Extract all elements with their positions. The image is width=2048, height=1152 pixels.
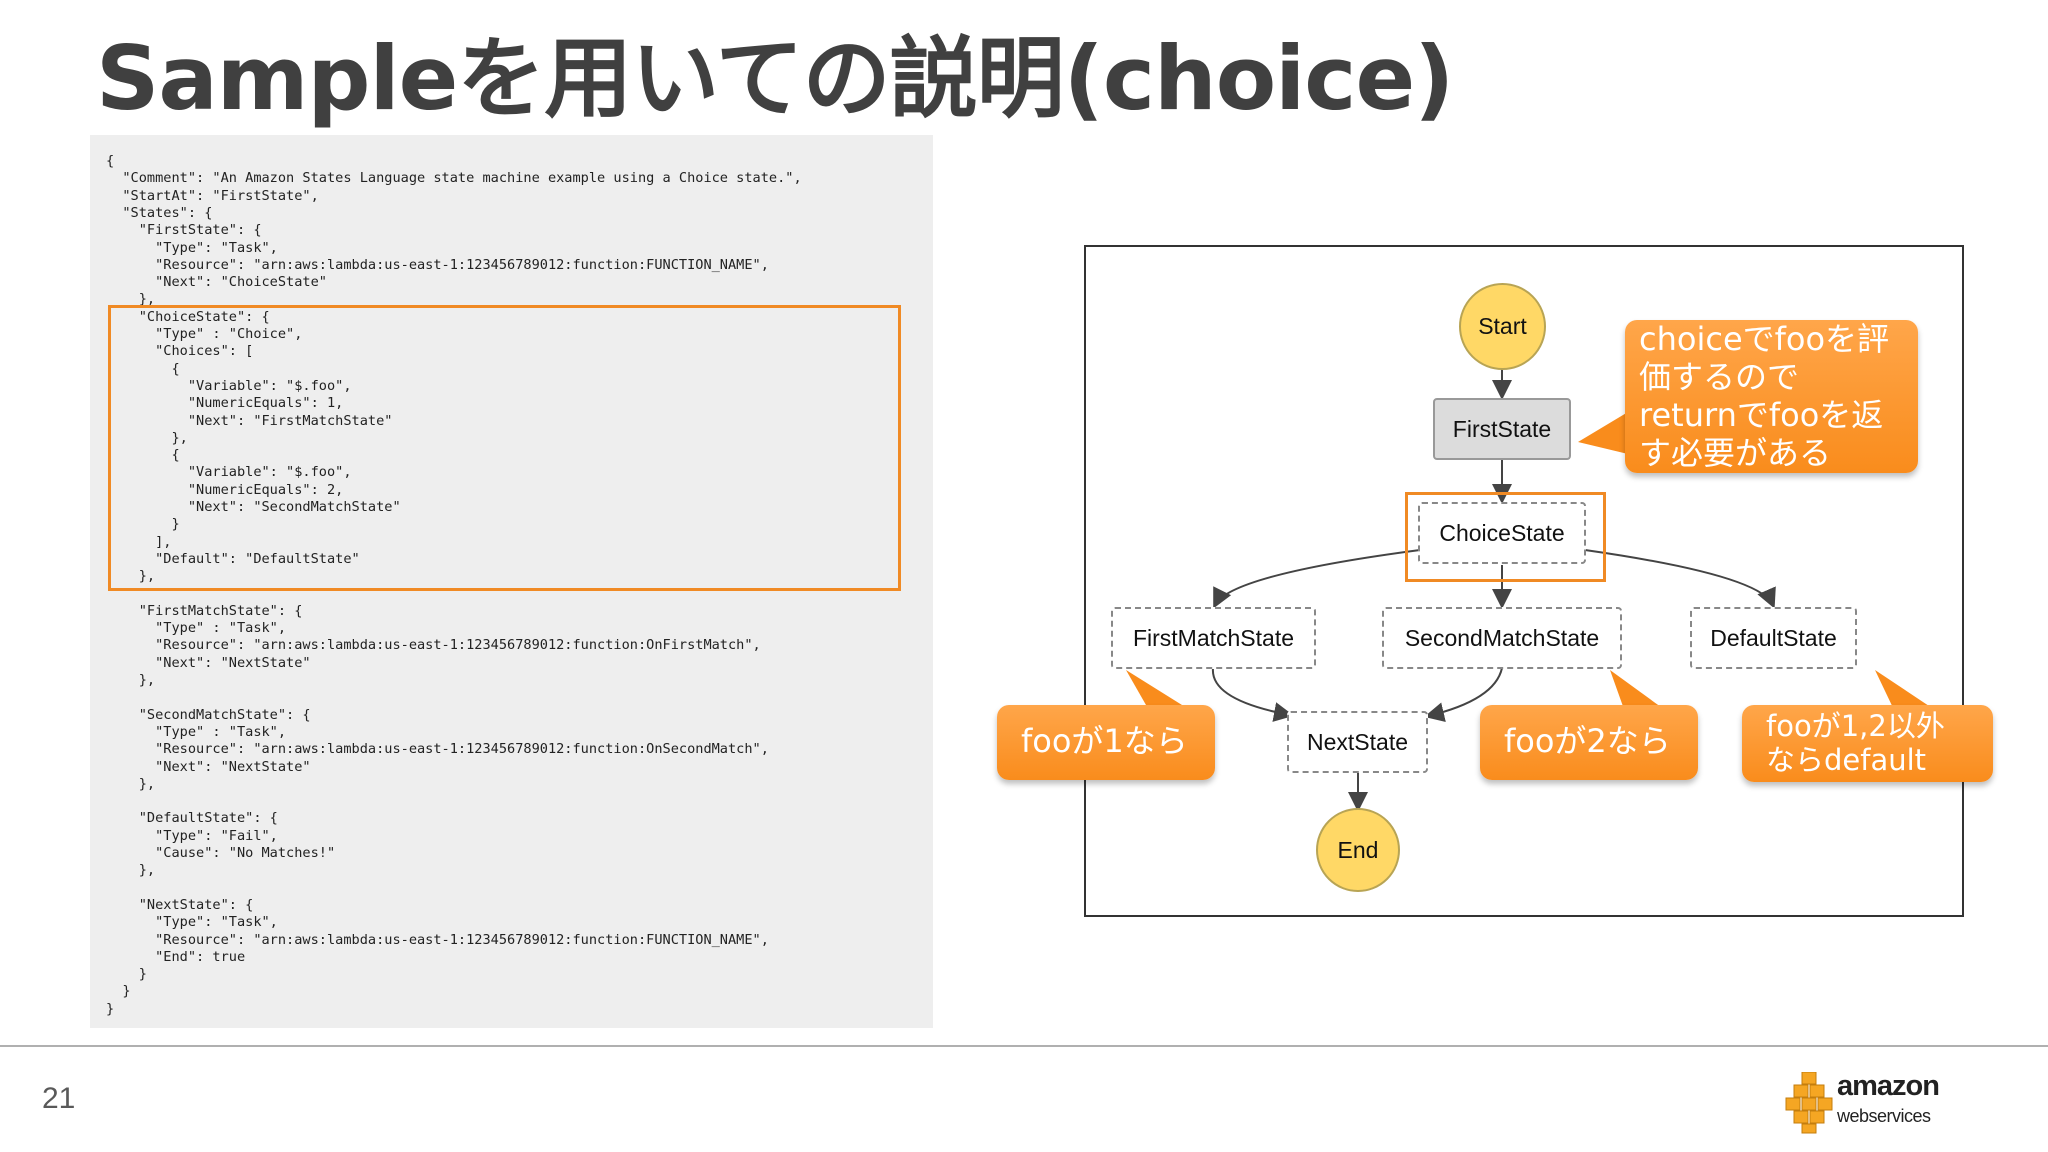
code-line: ],	[106, 533, 172, 550]
code-line: "ChoiceState": {	[106, 308, 270, 325]
code-line: {	[106, 447, 180, 464]
logo-sub: webservices	[1837, 1106, 1931, 1126]
code-line: "Next": "NextState"	[106, 654, 311, 671]
code-line: "Type" : "Task",	[106, 620, 287, 637]
code-line: "FirstMatchState": {	[106, 602, 303, 619]
code-line: "Next": "FirstMatchState"	[106, 412, 393, 429]
code-line: "Resource": "arn:aws:lambda:us-east-1:12…	[106, 256, 769, 273]
callout-foo2: fooが2なら	[1480, 705, 1698, 780]
code-line: "Variable": "$.foo",	[106, 464, 352, 481]
choice-state-highlight	[1405, 492, 1606, 582]
end-node: End	[1316, 808, 1400, 892]
code-line: "Variable": "$.foo",	[106, 377, 352, 394]
callout-foo1-text: fooが1なら	[1021, 722, 1188, 760]
callout-line: choiceでfooを評	[1639, 320, 1890, 358]
code-line: {	[106, 360, 180, 377]
code-line: }	[106, 983, 131, 1000]
code-line: "Choices": [	[106, 343, 254, 360]
code-line: "States": {	[106, 204, 213, 221]
code-line: }	[106, 516, 180, 533]
second-match-state-node: SecondMatchState	[1382, 607, 1622, 669]
callout-line: returnでfooを返	[1639, 396, 1884, 434]
callout-foo2-text: fooが2なら	[1504, 722, 1671, 760]
code-line: "Resource": "arn:aws:lambda:us-east-1:12…	[106, 931, 769, 948]
code-line: "Type": "Fail",	[106, 827, 278, 844]
code-line: "Resource": "arn:aws:lambda:us-east-1:12…	[106, 637, 761, 654]
code-line: "DefaultState": {	[106, 810, 278, 827]
callout-line: fooが1,2以外	[1766, 709, 1945, 743]
code-line: "Type": "Task",	[106, 239, 278, 256]
aws-cubes-icon	[1785, 1072, 1833, 1134]
code-line: "NextState": {	[106, 896, 254, 913]
code-line: },	[106, 862, 156, 879]
code-line: "NumericEquals": 1,	[106, 395, 344, 412]
callout-foo-default: fooが1,2以外 ならdefault	[1742, 705, 1993, 782]
code-line: "Next": "SecondMatchState"	[106, 499, 401, 515]
code-line: "Resource": "arn:aws:lambda:us-east-1:12…	[106, 741, 769, 758]
page-number: 21	[42, 1082, 76, 1115]
code-line: }	[106, 1000, 115, 1017]
code-line: },	[106, 775, 156, 792]
choice-code-highlight	[108, 305, 901, 591]
code-line: },	[106, 291, 156, 308]
code-line: },	[106, 672, 156, 688]
slide-title: Sampleを用いての説明(choice)	[96, 27, 1454, 130]
code-line: {	[106, 153, 115, 169]
aws-logo: amazon webservices	[1785, 1070, 1950, 1135]
code-line: "Type" : "Task",	[106, 723, 287, 740]
code-line: "Type" : "Choice",	[106, 326, 303, 342]
code-line: "StartAt": "FirstState",	[106, 187, 319, 204]
callout-line: ならdefault	[1766, 743, 1927, 777]
footer-divider	[0, 1045, 2048, 1047]
first-state-node: FirstState	[1433, 398, 1571, 460]
callout-line: す必要がある	[1639, 434, 1832, 472]
default-state-node: DefaultState	[1690, 607, 1857, 669]
choice-state-node: ChoiceState	[1418, 502, 1586, 564]
next-state-node: NextState	[1287, 711, 1428, 773]
code-line: }	[106, 966, 147, 983]
code-line: "Cause": "No Matches!"	[106, 845, 336, 861]
code-line: "End": true	[106, 948, 246, 965]
logo-brand: amazon	[1837, 1070, 1940, 1102]
code-line: "Next": "ChoiceState"	[106, 274, 327, 291]
first-match-state-node: FirstMatchState	[1111, 607, 1316, 669]
code-line: "SecondMatchState": {	[106, 706, 311, 723]
callout-foo1: fooが1なら	[997, 705, 1215, 780]
code-line: "Type": "Task",	[106, 914, 278, 931]
code-panel: { "Comment": "An Amazon States Language …	[90, 135, 933, 1028]
code-line: "Comment": "An Amazon States Language st…	[106, 170, 802, 187]
callout-choice-note: choiceでfooを評 価するので returnでfooを返 す必要がある	[1625, 320, 1918, 473]
code-line: "NumericEquals": 2,	[106, 481, 344, 498]
start-node: Start	[1459, 283, 1546, 370]
code-line: "Next": "NextState"	[106, 758, 311, 775]
code-line: "Default": "DefaultState"	[106, 550, 360, 567]
code-line: },	[106, 568, 156, 585]
callout-line: 価するので	[1639, 358, 1800, 396]
code-line: },	[106, 429, 188, 446]
code-line: "FirstState": {	[106, 222, 262, 239]
